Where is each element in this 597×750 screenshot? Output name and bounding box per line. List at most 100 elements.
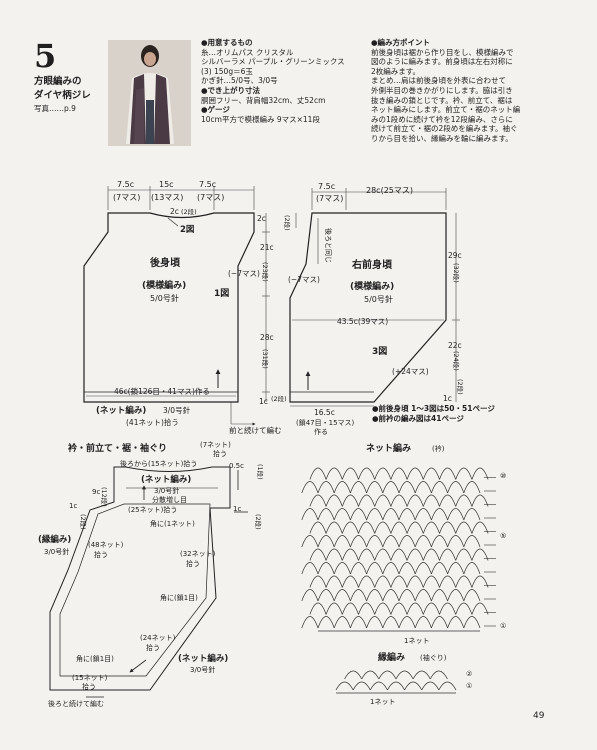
- back-hem-rows: (2段): [271, 394, 287, 403]
- edge-stitch-chart: 縁編み (袖ぐり) ② ① 1ネット: [335, 651, 472, 706]
- net-loop: [447, 589, 465, 602]
- net-loop: [333, 616, 351, 629]
- net-loop: [414, 562, 432, 575]
- back-chain: 46c(鎖126目・41マス)作る: [114, 386, 210, 396]
- net-loop: [309, 494, 327, 507]
- collar-net2: (ネット編み): [178, 653, 228, 664]
- edge-chart-suffix: (袖ぐり): [420, 653, 447, 662]
- net-loop: [447, 616, 465, 629]
- back-neck-rows: (2段): [181, 207, 197, 216]
- net-loop: [463, 508, 481, 521]
- net-loop: [341, 575, 359, 588]
- net-loop: [447, 481, 465, 494]
- net-loop: [390, 575, 408, 588]
- front-inc: (+24マス): [392, 367, 429, 376]
- edge-loop: [429, 670, 448, 680]
- materials-line: 糸…オリムパス クリスタル: [201, 47, 294, 57]
- net-loop: [471, 494, 489, 507]
- front-lower-height: 22c: [448, 341, 462, 350]
- size-line: 胴囲フリー、背肩幅32cm、丈52cm: [201, 95, 326, 105]
- collar-1c-a-rows: (2段): [79, 514, 88, 530]
- edge-loop: [395, 670, 414, 680]
- net-loop: [398, 535, 416, 548]
- net-loop: [366, 589, 384, 602]
- header: 5 方眼編みの ダイヤ柄ジレ 写真……p.9: [34, 40, 91, 114]
- collar-corner-chain: 角に(鎖1目): [160, 593, 198, 602]
- collar-pick24b: 拾う: [146, 643, 160, 652]
- points-line: 2枚編みます。: [371, 66, 421, 76]
- collar-net-hook: 3/0号針: [154, 486, 179, 495]
- collar-pick48: (48ネット): [88, 541, 124, 549]
- net-row-label-5: ⑤: [500, 532, 506, 540]
- back-title: 後身頃: [150, 256, 181, 269]
- back-body-rows: (31段): [261, 349, 270, 369]
- net-loop: [382, 589, 400, 602]
- net-loop: [374, 521, 392, 534]
- edge-row-label-2: ②: [466, 670, 472, 678]
- back-hook: 5/0号針: [150, 293, 179, 303]
- net-loop: [431, 535, 448, 548]
- net-loop: [431, 589, 448, 602]
- front-hem-dim: 1c: [443, 394, 452, 403]
- materials-heading: ●用意するもの: [201, 38, 253, 47]
- net-loop: [431, 481, 448, 494]
- net-loop: [463, 535, 481, 548]
- net-chart-title: ネット編み: [366, 442, 411, 454]
- net-loop: [422, 494, 440, 507]
- net-loop: [414, 589, 432, 602]
- model-photo: [108, 40, 191, 146]
- net-loop: [414, 508, 432, 521]
- collar-title: 衿・前立て・裾・袖ぐり: [68, 442, 167, 454]
- net-stitch-chart: ネット編み (衿) ⑩ ⑤ ① 1ネット: [301, 442, 506, 645]
- back-armhole-rows: (23段): [261, 262, 270, 282]
- net-loop: [301, 616, 319, 629]
- net-loop: [358, 521, 376, 534]
- net-loop: [455, 602, 473, 615]
- net-loop: [301, 481, 319, 494]
- net-loop: [358, 467, 376, 480]
- net-loop: [382, 535, 400, 548]
- front-body-outline: [289, 212, 447, 403]
- front-labels: 7.5c (7マス) 28c(25マス) 2c (2段) 後ろと同じ (−7マス…: [257, 182, 465, 436]
- net-loop: [341, 467, 359, 480]
- edge-loop: [387, 681, 405, 691]
- back-top-dim-3: 7.5c: [199, 180, 216, 189]
- net-loop: [374, 467, 392, 480]
- net-loop: [422, 602, 440, 615]
- collar-inner-outline: [59, 503, 211, 677]
- edge-loop: [335, 681, 354, 691]
- net-loop: [455, 521, 473, 534]
- net-loop: [398, 508, 416, 521]
- edge-loop: [412, 670, 431, 680]
- back-pattern: (模様編み): [142, 279, 186, 291]
- net-loop: [439, 521, 457, 534]
- points-line: 抜き編みの鎖とじです。衿、前立て、裾は: [371, 95, 513, 105]
- collar-continue: 後ろと続けて編む: [48, 699, 104, 708]
- back-side-count: (−7マス): [228, 269, 260, 278]
- collar-pick48b: 拾う: [94, 550, 108, 559]
- collar-labels: 衿・前立て・裾・袖ぐり (7ネット) 拾う 後ろから(15ネット)拾う 0.5c…: [38, 441, 265, 708]
- edge-loop: [369, 681, 388, 691]
- net-loop: [406, 467, 424, 480]
- collar-from-back: 後ろから(15ネット)拾う: [120, 459, 197, 468]
- front-title: 右前身頃: [351, 258, 393, 271]
- back-2zu-leader: [167, 217, 179, 227]
- net-loop: [309, 467, 327, 480]
- net-loop: [463, 562, 481, 575]
- net-loop: [350, 562, 367, 575]
- net-loop: [366, 562, 384, 575]
- back-hem-dim: 1c: [259, 397, 268, 406]
- net-loop: [422, 521, 440, 534]
- collar-net: (ネット編み): [141, 474, 191, 485]
- collar-pick15b: 拾う: [82, 682, 96, 691]
- collar-gap-rows: (1段): [256, 464, 265, 480]
- net-loop: [398, 616, 416, 629]
- points-line: 前後身頃は裾から作り目をし、模様編みで: [371, 47, 514, 57]
- net-loop: [325, 602, 343, 615]
- net-loop: [350, 508, 367, 521]
- back-top-count-2: (13マス): [151, 193, 183, 202]
- net-loop: [301, 562, 319, 575]
- net-loop: [333, 481, 351, 494]
- net-loop: [431, 616, 448, 629]
